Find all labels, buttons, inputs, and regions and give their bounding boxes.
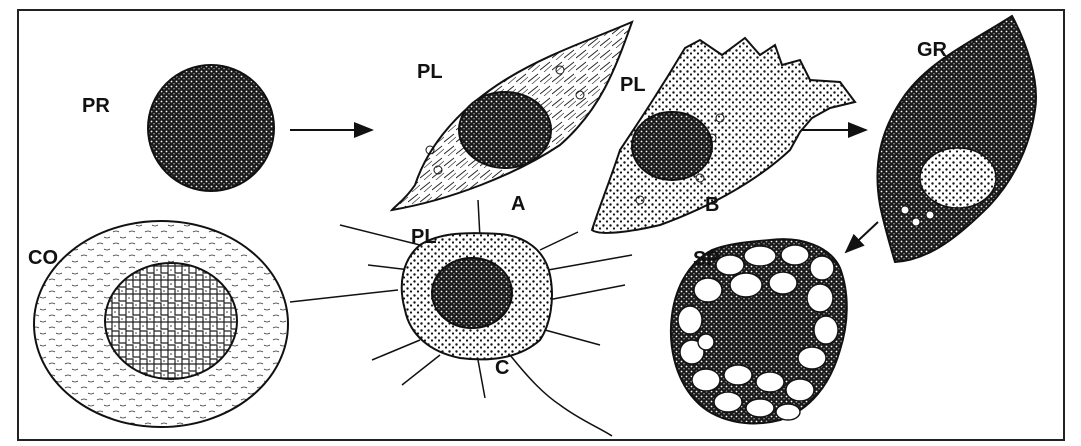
label-b: B (705, 194, 719, 216)
label-pr: PR (82, 95, 110, 117)
label-c: C (495, 357, 509, 379)
label-a: A (511, 193, 525, 215)
label-sp: SP (693, 248, 720, 270)
cell-pr (148, 65, 274, 191)
label-gr: GR (917, 39, 948, 61)
label-pl-b: PL (620, 74, 646, 96)
label-pl-c: PL (411, 226, 437, 248)
cell-co (34, 221, 288, 427)
label-pl-a: PL (417, 61, 443, 83)
label-co: CO (28, 247, 58, 269)
